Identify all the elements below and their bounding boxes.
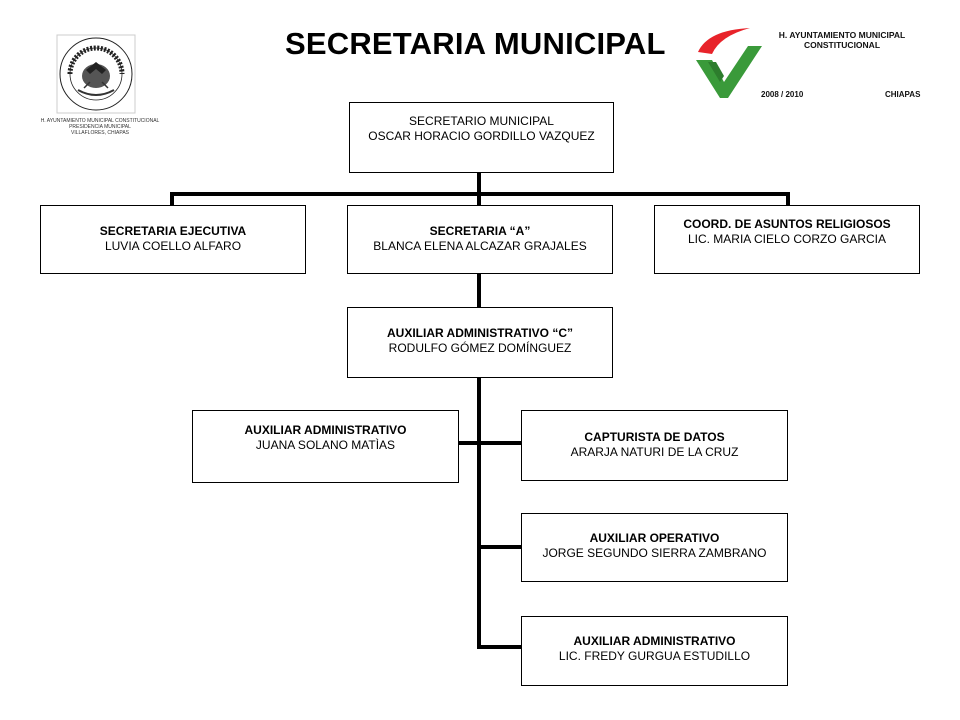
org-box-role: COORD. DE ASUNTOS RELIGIOSOS: [683, 217, 891, 231]
org-box-name: ARARJA NATURI DE LA CRUZ: [570, 445, 739, 459]
org-box-name: JUANA SOLANO MATÌAS: [255, 438, 396, 452]
org-box-capturista-datos: CAPTURISTA DE DATOS ARARJA NATURI DE LA …: [521, 410, 788, 481]
org-box-role: CAPTURISTA DE DATOS: [584, 430, 725, 444]
connector-line: [170, 192, 174, 206]
org-box-name: LUVIA COELLO ALFARO: [104, 239, 242, 253]
seal-caption: H. AYUNTAMIENTO MUNICIPAL CONSTITUCIONAL…: [40, 118, 160, 136]
logo-line-1: H. AYUNTAMIENTO MUNICIPAL: [778, 30, 906, 40]
page-title: SECRETARIA MUNICIPAL: [285, 26, 666, 61]
org-box-asuntos-religiosos: COORD. DE ASUNTOS RELIGIOSOS LIC. MARIA …: [654, 205, 920, 274]
org-box-secretario-municipal: SECRETARIO MUNICIPAL OSCAR HORACIO GORDI…: [349, 102, 614, 173]
connector-line: [477, 192, 481, 206]
connector-line: [458, 441, 522, 445]
org-box-name: LIC. MARIA CIELO CORZO GARCIA: [687, 232, 887, 246]
org-box-name: BLANCA ELENA ALCAZAR GRAJALES: [373, 239, 587, 253]
org-box-role: SECRETARIA EJECUTIVA: [99, 224, 247, 238]
seal-caption-line: PRESIDENCIA MUNICIPAL: [69, 124, 131, 130]
org-box-role: AUXILIAR OPERATIVO: [589, 531, 720, 545]
mexico-coat-of-arms-seal: [56, 34, 136, 114]
org-box-name: RODULFO GÓMEZ DOMÍNGUEZ: [388, 341, 572, 355]
org-box-name: JORGE SEGUNDO SIERRA ZAMBRANO: [542, 546, 767, 560]
seal-caption-line: H. AYUNTAMIENTO MUNICIPAL CONSTITUCIONAL: [40, 118, 160, 124]
org-box-secretaria-a: SECRETARIA “A” BLANCA ELENA ALCAZAR GRAJ…: [347, 205, 613, 274]
org-box-secretaria-ejecutiva: SECRETARIA EJECUTIVA LUVIA COELLO ALFARO: [40, 205, 306, 274]
seal-caption-line: VILLAFLORES, CHIAPAS: [71, 130, 129, 136]
org-box-auxiliar-administrativo-juana: AUXILIAR ADMINISTRATIVO JUANA SOLANO MAT…: [192, 410, 459, 483]
org-box-name: LIC. FREDY GURGUA ESTUDILLO: [558, 649, 751, 663]
org-box-role: SECRETARIA “A”: [429, 224, 531, 238]
logo-line-2: CONSTITUCIONAL: [803, 40, 881, 50]
connector-line: [477, 273, 481, 308]
org-box-auxiliar-operativo: AUXILIAR OPERATIVO JORGE SEGUNDO SIERRA …: [521, 513, 788, 582]
connector-line: [477, 171, 481, 194]
org-box-role: AUXILIAR ADMINISTRATIVO “C”: [387, 326, 573, 340]
connector-line: [479, 545, 522, 549]
logo-years: 2008 / 2010: [761, 90, 804, 99]
villaflores-logo: [690, 22, 930, 102]
org-box-role: AUXILIAR ADMINISTRATIVO: [244, 423, 407, 437]
connector-line: [479, 645, 522, 649]
logo-header-text: H. AYUNTAMIENTO MUNICIPAL CONSTITUCIONAL: [757, 30, 927, 50]
org-box-role: SECRETARIO MUNICIPAL: [409, 114, 554, 128]
org-box-auxiliar-administrativo-fredy: AUXILIAR ADMINISTRATIVO LIC. FREDY GURGU…: [521, 616, 788, 686]
connector-line: [477, 377, 481, 649]
org-box-role: AUXILIAR ADMINISTRATIVO: [573, 634, 736, 648]
logo-state: CHIAPAS: [885, 90, 921, 99]
org-box-auxiliar-administrativo-c: AUXILIAR ADMINISTRATIVO “C” RODULFO GÓME…: [347, 307, 613, 378]
connector-line: [786, 192, 790, 206]
org-box-name: OSCAR HORACIO GORDILLO VAZQUEZ: [368, 129, 595, 143]
